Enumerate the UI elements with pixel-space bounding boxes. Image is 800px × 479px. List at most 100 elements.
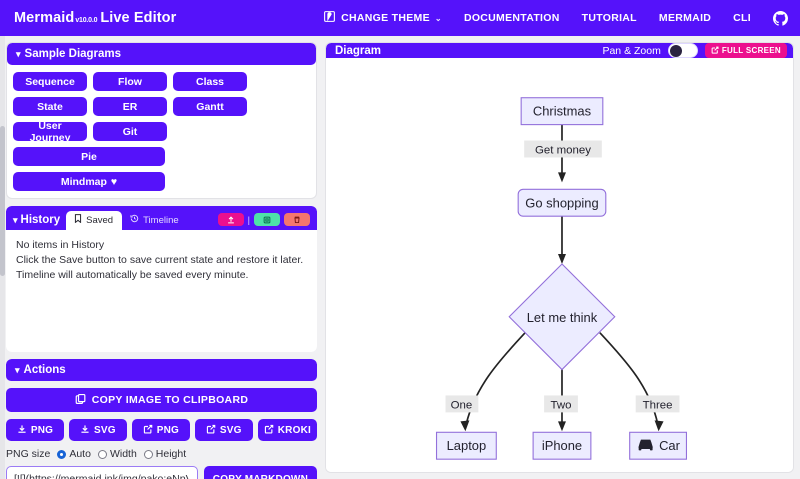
radio-height[interactable] [143,449,153,459]
car-icon [638,439,653,451]
node-car[interactable]: Car [629,431,688,460]
sidebar-scrollbar-track[interactable] [0,36,5,479]
toggle-knob [669,45,682,57]
open-kroki-button[interactable]: KROKI [257,419,317,441]
copy-image-to-clipboard-button[interactable]: COPY IMAGE TO CLIPBOARD [6,388,317,412]
open-svg-label: SVG [219,424,242,436]
actions-panel: ▾ Actions COPY IMAGE TO CLIPBOARD PNG [6,359,317,479]
heart-icon: ♥ [110,175,118,188]
edge-label-bg [524,140,602,158]
edge-label-get-money: Get money [535,144,591,156]
node-go-shopping[interactable]: Go shopping [517,188,607,217]
sample-button-state[interactable]: State [13,97,87,116]
full-screen-button[interactable]: FULL SCREEN [704,43,787,58]
nav-documentation[interactable]: DOCUMENTATION [463,12,560,24]
sidebar-scrollbar-thumb[interactable] [0,126,5,276]
workspace: ▾ Sample Diagrams Sequence Flow Class St… [0,36,800,479]
history-panel: ▾ History Saved Timeline [6,206,317,352]
nav-tutorial[interactable]: TUTORIAL [581,12,637,24]
edge-label-two: Two [551,399,572,411]
history-header: ▾ History Saved Timeline [6,206,317,230]
sample-button-gantt[interactable]: Gantt [173,97,247,116]
diagram-canvas[interactable]: Get money One Two Three Christmas [326,58,793,472]
open-svg-button[interactable]: SVG [194,419,253,441]
arrowhead [558,254,566,265]
node-let-me-think-shape [508,263,616,371]
node-let-me-think[interactable]: Let me think [508,263,616,371]
history-empty-line-2: Click the Save button to save current st… [16,253,304,266]
brand-suffix: Live Editor [100,10,177,26]
png-size-height[interactable]: Height [143,448,187,460]
history-title: History [20,214,61,226]
sample-button-mindmap-label: Mindmap [60,175,107,188]
sample-button-flow[interactable]: Flow [93,72,167,91]
nav-mermaid[interactable]: MERMAID [658,12,712,24]
tab-saved[interactable]: Saved [66,211,123,230]
diagram-title: Diagram [335,44,382,57]
download-icon [80,424,90,437]
history-title-group[interactable]: ▾ History [13,214,60,226]
download-svg-button[interactable]: SVG [68,419,127,441]
sample-button-mindmap[interactable]: Mindmap ♥ [13,172,165,191]
divider: | [247,214,250,225]
external-link-icon [264,424,274,437]
trash-icon[interactable] [284,213,310,226]
chevron-down-icon: ▾ [13,214,18,225]
copy-icon[interactable] [254,213,280,226]
sample-button-user-journey[interactable]: User Journey [13,120,87,144]
github-icon[interactable] [773,10,788,26]
copy-markdown-button[interactable]: COPY MARKDOWN [203,466,317,479]
sample-diagrams-title: Sample Diagrams [24,48,122,60]
nav-change-theme[interactable]: CHANGE THEME ⌄ [323,10,442,26]
diagram-header: Diagram Pan & Zoom FULL SCREEN [326,43,793,58]
png-size-label: PNG size [6,448,51,460]
tab-timeline-label: Timeline [143,214,179,226]
open-png-button[interactable]: PNG [131,419,190,441]
node-christmas-label: Christmas [533,104,591,119]
radio-auto[interactable] [57,449,67,459]
pan-zoom-toggle[interactable] [667,43,698,58]
chevron-down-icon: ▾ [15,364,20,375]
tab-timeline[interactable]: Timeline [122,211,188,230]
history-empty-state: No items in History Click the Save butto… [6,230,317,352]
edge-label-bg [635,395,680,413]
sample-button-class[interactable]: Class [173,72,247,91]
sample-diagrams-panel: ▾ Sample Diagrams Sequence Flow Class St… [6,42,317,199]
sample-diagrams-buttons: Sequence Flow Class State ER Gantt User … [13,72,310,191]
actions-header[interactable]: ▾ Actions [6,359,317,381]
save-icon[interactable] [217,213,244,226]
nav-cli[interactable]: CLI [733,12,751,24]
node-iphone[interactable]: iPhone [532,431,592,460]
history-icon [130,214,139,226]
sample-diagrams-header[interactable]: ▾ Sample Diagrams [7,43,316,65]
node-go-shopping-shape [517,188,607,217]
sample-button-git[interactable]: Git [93,122,167,141]
node-christmas-shape [520,97,604,126]
png-size-height-label: Height [155,448,187,460]
flowchart-svg: Get money One Two Three Christmas [435,97,688,460]
brand-version: v10.0.0 [75,17,98,24]
node-christmas[interactable]: Christmas [520,97,604,126]
download-png-button[interactable]: PNG [6,419,64,441]
edge-label-bg [445,395,479,413]
sample-button-sequence[interactable]: Sequence [13,72,87,91]
node-laptop[interactable]: Laptop [435,431,497,460]
clipboard-icon [75,393,86,407]
external-link-icon [143,424,153,437]
png-size-auto-label: Auto [69,448,91,460]
external-link-icon [206,424,216,437]
radio-width[interactable] [97,449,107,459]
sample-button-pie[interactable]: Pie [13,147,165,166]
sample-diagrams-body: Sequence Flow Class State ER Gantt User … [7,65,316,198]
arrowhead [558,421,566,432]
actions-title: Actions [23,364,66,376]
sample-button-er[interactable]: ER [93,97,167,116]
edge-label-three: Three [643,399,673,411]
png-size-auto[interactable]: Auto [57,448,91,460]
markdown-input[interactable] [6,466,198,479]
markdown-row: COPY MARKDOWN [6,466,317,479]
png-size-width[interactable]: Width [97,448,137,460]
flowchart-edge-labels: Get money One Two Three [445,140,680,413]
export-buttons-row: PNG SVG PNG [6,419,317,441]
